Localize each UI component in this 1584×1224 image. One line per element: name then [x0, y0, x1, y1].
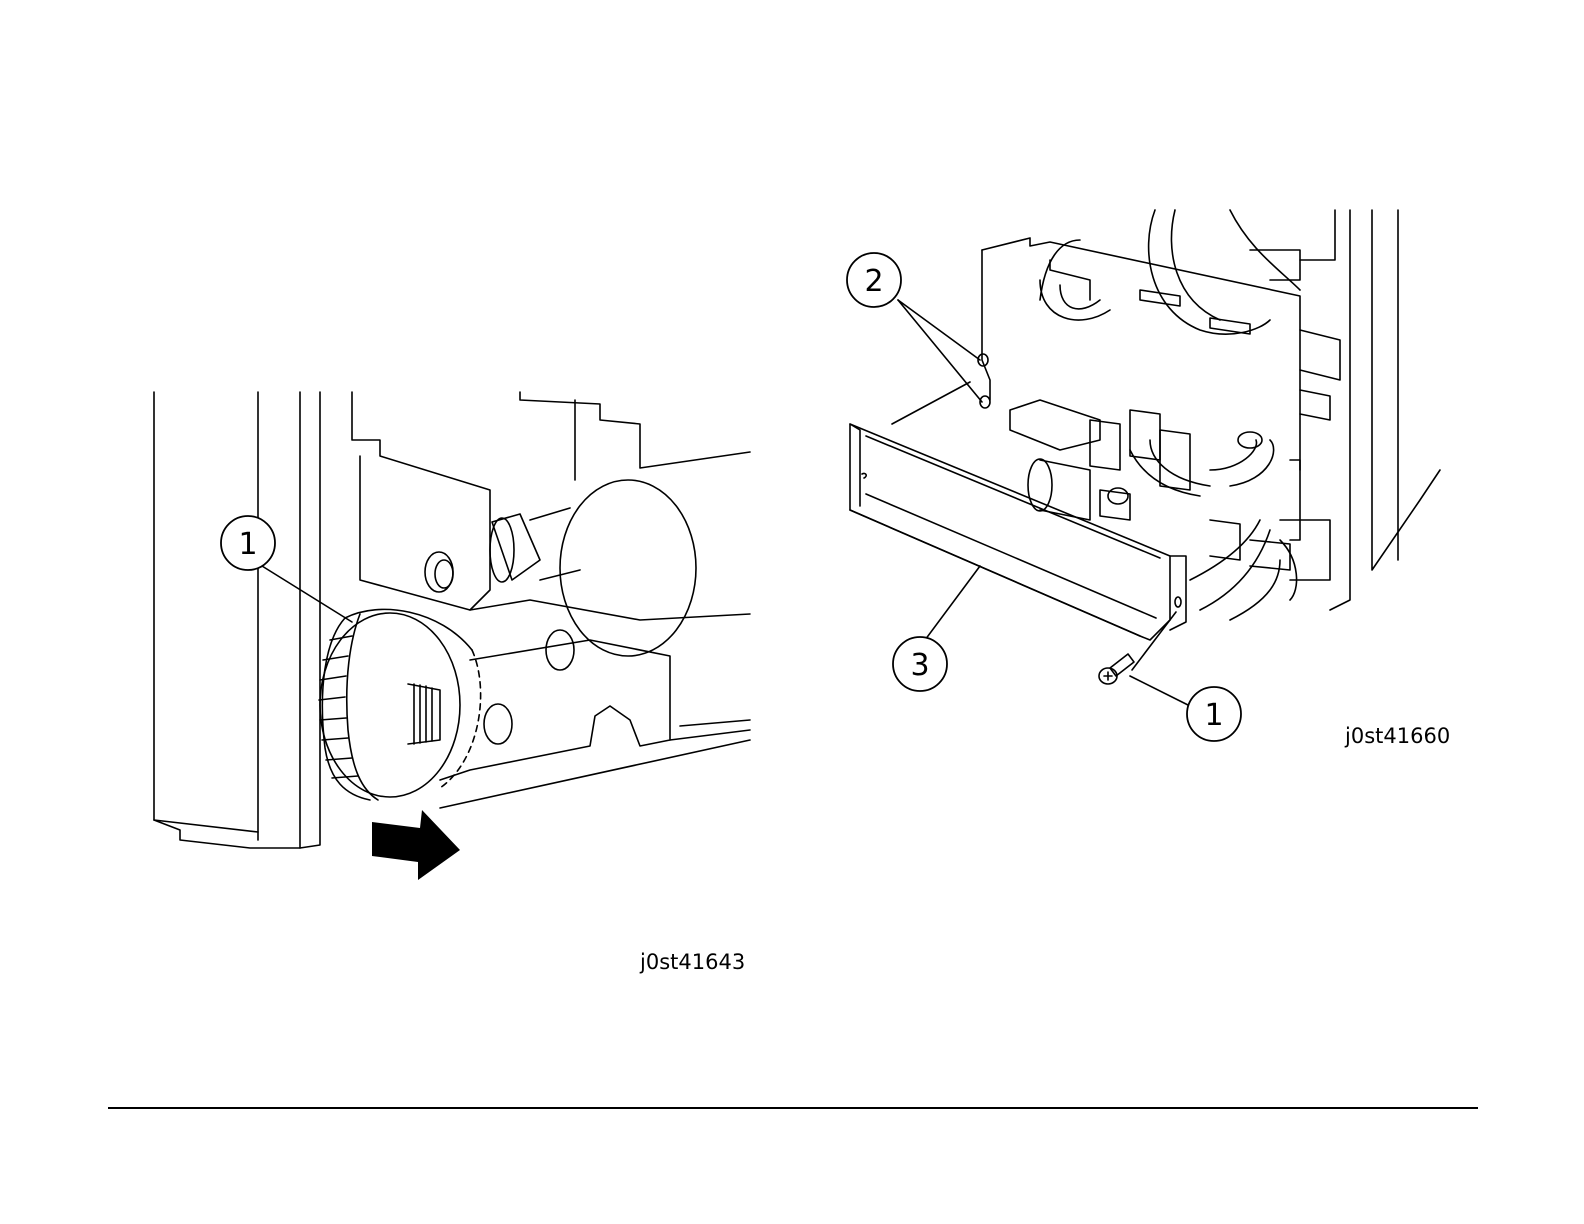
callout-3: 3	[910, 648, 929, 683]
callout-2: 2	[864, 264, 883, 299]
footer-divider	[108, 1107, 1478, 1109]
arrow-right-icon	[372, 810, 460, 880]
figure-id-left: j0st41643	[640, 950, 745, 974]
callout-1-right: 1	[1204, 698, 1223, 733]
figure-id-right: j0st41660	[1345, 724, 1450, 748]
figure-cover-removal: 2 3 1	[0, 0, 1584, 800]
